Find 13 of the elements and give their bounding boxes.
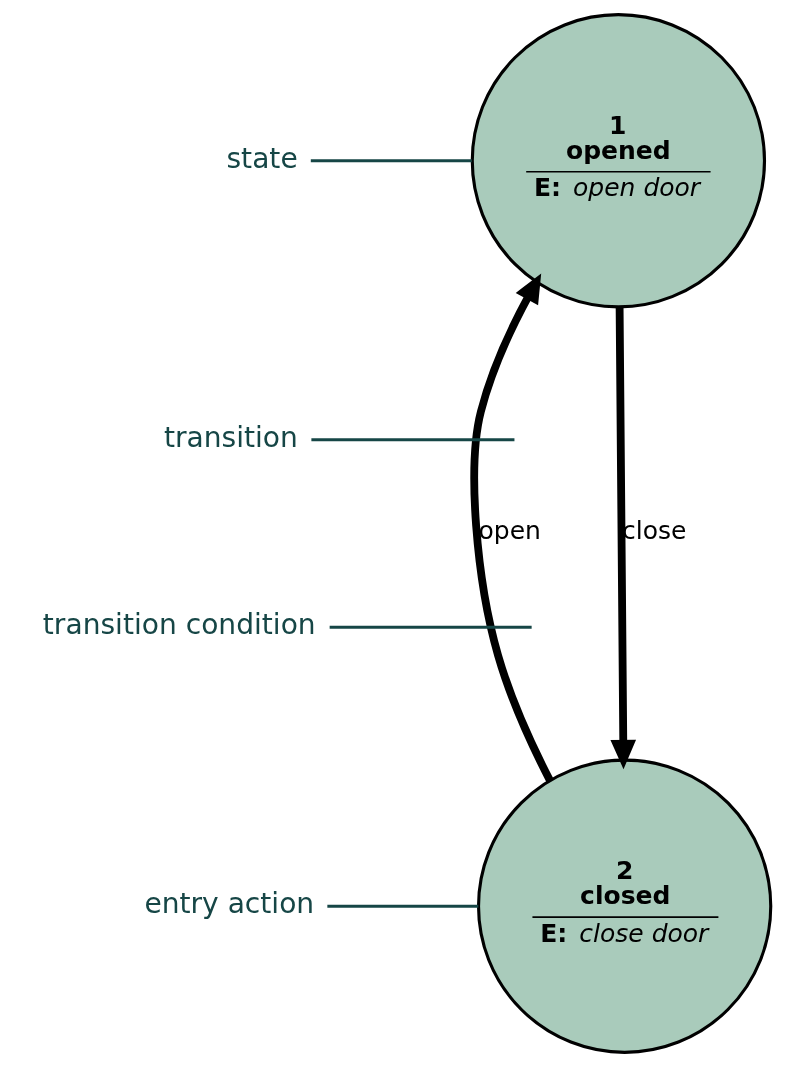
connector (310, 159, 472, 163)
node-text: state (226, 141, 298, 175)
connector (327, 904, 479, 908)
node-circle: 2 closed E: close door (476, 758, 773, 1054)
connector (311, 438, 515, 442)
edge-label: open (478, 516, 541, 546)
edge-label: close (622, 516, 687, 546)
node-text: transition (163, 420, 298, 454)
arrow (470, 273, 554, 783)
connector (329, 625, 532, 629)
arrow (610, 307, 637, 770)
node-text: transition condition (42, 608, 316, 642)
node-text: entry action (144, 887, 315, 921)
